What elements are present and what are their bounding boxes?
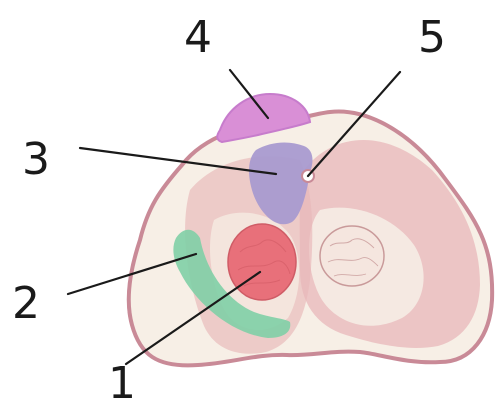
callout-label-4: 4 — [184, 12, 212, 63]
red-nucleus-region — [228, 224, 296, 300]
callout-label-5: 5 — [418, 12, 446, 63]
right-round-structure — [320, 226, 384, 286]
callout-label-1: 1 — [108, 358, 136, 407]
callout-label-3: 3 — [22, 134, 50, 185]
callout-label-2: 2 — [12, 278, 40, 329]
